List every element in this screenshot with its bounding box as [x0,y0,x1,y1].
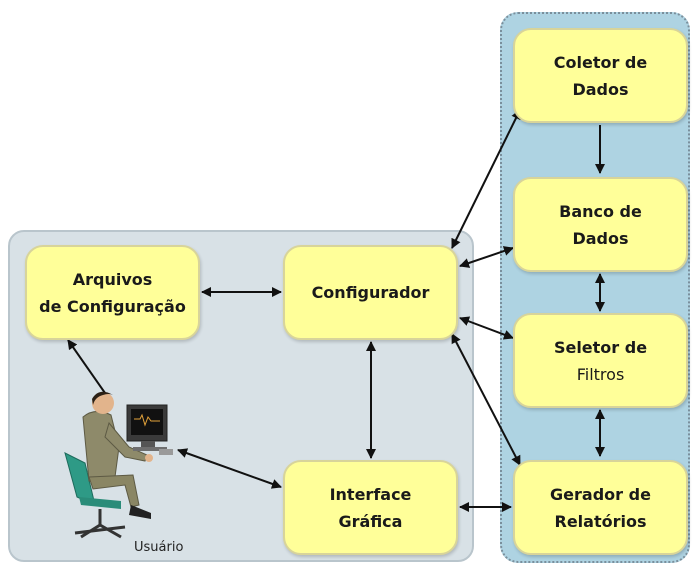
node-arquivos-de-configuracao: Arquivos de Configuração [25,245,200,340]
user-at-computer-icon [64,391,173,539]
node-label-line1: Arquivos [72,269,153,289]
node-label-line1: Banco de [559,201,642,221]
actor-label: Usuário [134,540,184,555]
node-configurador: Configurador [283,245,458,340]
node-label-line2: Filtros [576,364,625,384]
node-interface-grafica: Interface Gráfica [283,460,458,555]
edge-usuario-arquivos [67,339,106,394]
edge-configurador-banco [459,246,514,268]
node-label-line1: Coletor de [553,52,648,72]
node-label-line1: Configurador [311,283,430,302]
node-label-line2: Dados [572,228,629,248]
node-gerador-de-relatorios: Gerador de Relatórios [513,460,688,555]
edge-configurador-coletor [451,109,521,249]
node-label-line2: Dados [572,79,629,99]
node-label-line1: Seletor de [553,337,648,357]
node-label-line1: Gerador de [550,484,651,504]
node-coletor-de-dados: Coletor de Dados [513,28,688,123]
node-label-line2: Gráfica [338,511,403,531]
node-label-line1: Interface [329,484,412,504]
node-label-line2: Relatórios [554,511,647,531]
node-seletor-de-filtros: Seletor de Filtros [513,313,688,408]
edge-configurador-seletor [459,316,514,340]
edge-usuario-interface [177,448,282,489]
node-label-line2: de Configuração [39,296,186,316]
node-banco-de-dados: Banco de Dados [513,177,688,272]
edge-configurador-gerador [451,333,521,466]
